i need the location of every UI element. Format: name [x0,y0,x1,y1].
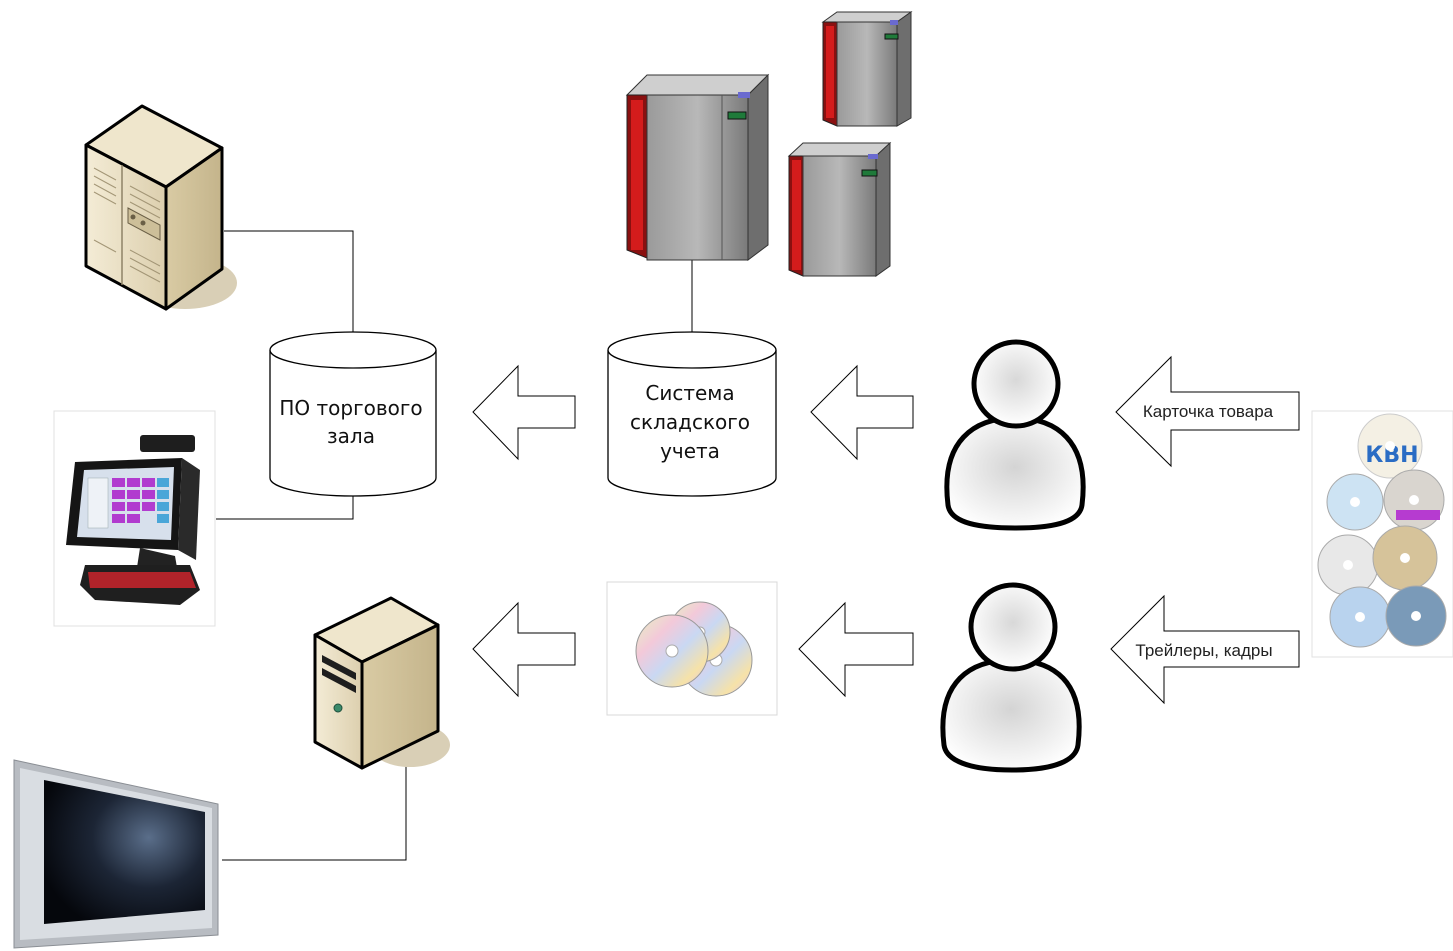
line-tv-to-pc [222,760,407,861]
pos-terminal-image [53,410,216,627]
connector-lines [216,230,693,861]
content-manager-person-icon [944,339,1086,531]
arrow-discs-to-pc [472,601,576,698]
discs-image [606,581,778,716]
mainframe-server-small-1 [821,11,913,127]
warehouse-db-label-line1: Система [645,381,734,405]
line-server-to-trading-db [224,230,354,340]
line-pos-to-trading-db [216,488,354,520]
product-card-label: Карточка товара [1143,402,1274,421]
arrow-operator1-to-warehouse [810,364,914,461]
trading-hall-software-db: ПО торгового зала [269,331,437,497]
video-editor-person-icon [940,582,1082,773]
trailers-label: Трейлеры, кадры [1135,641,1272,660]
media-pc-icon [313,596,450,770]
arrow-trailers [1110,594,1300,705]
mainframe-servers-icon [625,11,913,277]
arrow-warehouse-to-trading [472,364,576,461]
warehouse-db-label-line3: учета [660,439,720,463]
tv-display-image [10,744,222,951]
mainframe-server-large [625,73,770,261]
arrow-product-card [1115,355,1300,468]
trading-db-label-line1: ПО торгового [279,396,422,420]
mainframe-server-small-2 [787,141,892,277]
dvd-covers-image: КВН [1311,410,1453,658]
warehouse-db-label-line2: складского [630,410,750,434]
warehouse-accounting-db: Система складского учета [607,331,777,497]
trading-db-label-line2: зала [327,424,375,448]
arrow-operator2-to-discs [798,601,914,698]
file-server-icon [84,104,237,311]
